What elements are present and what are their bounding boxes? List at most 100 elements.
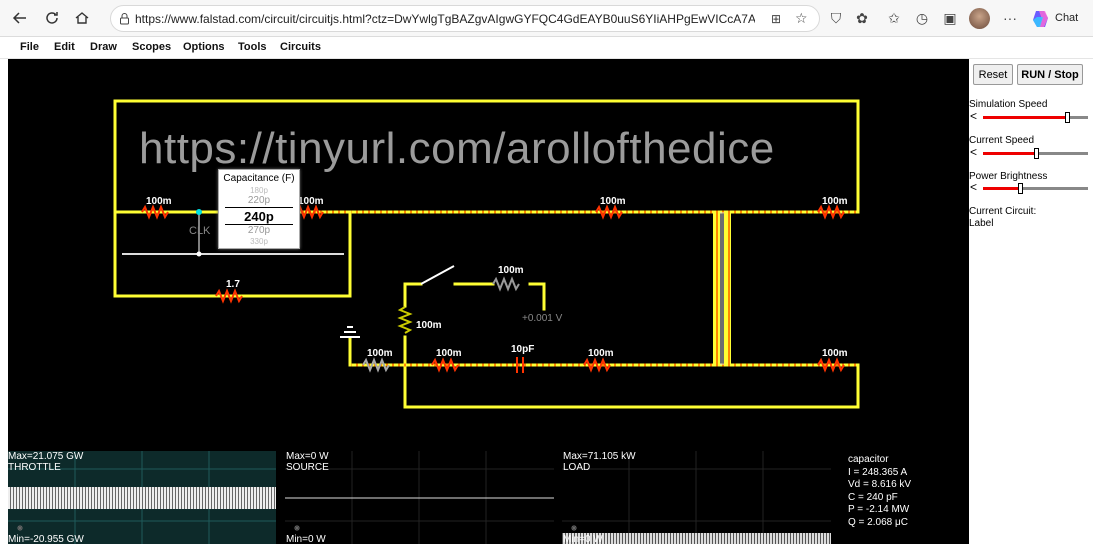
clock-node [196,251,202,257]
profile-avatar[interactable] [969,8,990,29]
transformer[interactable] [713,212,731,365]
scope-graphics [8,451,831,544]
label-r10: 100m [822,348,848,359]
ground-symbol [340,326,360,338]
scope1-min: Min=-20.955 GW [8,534,84,545]
label-capacitor: 10pF [511,344,535,355]
info-capacitance: C = 240 pF [848,491,898,503]
screenshot-icon[interactable]: ▣ [943,9,957,26]
slider-thumb[interactable] [1033,148,1039,159]
popup-option[interactable]: 220p [247,195,271,206]
label-voltage: +0.001 V [522,313,563,324]
switch[interactable] [420,265,455,285]
popup-option[interactable]: 330p [250,237,268,246]
active-node[interactable] [196,209,202,215]
scope-source-plot[interactable] [285,451,554,544]
resistors-yellow[interactable] [362,276,520,373]
extensions-icon[interactable]: ✿ [856,9,868,26]
menu-scopes[interactable]: Scopes [132,41,172,53]
info-name: capacitor [848,454,889,465]
capacitor-10pf[interactable] [516,357,524,373]
resistor-r8[interactable] [431,357,459,373]
circuit-diagram[interactable] [8,59,969,451]
menu-draw[interactable]: Draw [90,41,117,53]
popup-divider [225,224,293,225]
lock-icon [120,13,129,25]
resistor-r7[interactable] [492,276,520,292]
menu-edit[interactable]: Edit [54,41,75,53]
home-button[interactable] [70,6,94,30]
label-r11: 100m [367,348,393,359]
favorite-star-icon[interactable]: ☆ [795,10,808,26]
more-icon[interactable]: ··· [1003,10,1017,26]
copilot-icon[interactable] [1030,8,1052,30]
resistor-r4[interactable] [817,204,845,220]
address-bar[interactable]: https://www.falstad.com/circuit/circuitj… [110,5,820,32]
scope-load-plot[interactable] [562,451,831,544]
resistor-r10[interactable] [817,357,845,373]
current-circuit-label: Current Circuit: [969,206,1037,217]
read-view-icon[interactable]: ⊞ [771,12,782,26]
history-icon[interactable]: ◷ [915,9,929,26]
popup-divider [225,207,293,208]
wires [113,99,860,409]
refresh-button[interactable] [40,6,64,30]
info-voltage: Vd = 8.616 kV [848,479,912,490]
scope2-min: Min=0 W [286,534,326,545]
circuit-canvas[interactable]: https://tinyurl.com/arollofthedice 100m … [8,59,969,451]
resistor-r9[interactable] [583,357,611,373]
label-clk: CLK [189,225,211,237]
scope1-name: THROTTLE [8,462,61,473]
wire-top-loop [113,99,860,214]
browser-toolbar: https://www.falstad.com/circuit/circuitj… [0,0,1093,37]
wire-bottom-loop [403,335,860,409]
app-menubar: File Edit Draw Scopes Options Tools Circ… [0,37,1093,59]
scope3-max: Max=71.105 kW [563,451,636,462]
scope2-name: SOURCE [286,462,329,473]
info-current: I = 248.365 A [848,466,908,478]
info-charge: Q = 2.068 μC [848,516,908,528]
chat-label[interactable]: Chat [1055,12,1079,24]
resistor-r2[interactable] [296,204,324,220]
back-arrow-icon [12,12,26,24]
info-power: P = -2.14 MW [848,504,910,515]
run-stop-button[interactable]: RUN / Stop [1017,64,1083,85]
sim-speed-slider[interactable]: < [969,109,1093,123]
resistor-r6[interactable] [397,306,413,334]
power-brightness-label: Power Brightness [969,171,1048,182]
scope-throttle-plot[interactable] [8,451,276,544]
slider-thumb[interactable] [1065,112,1070,123]
resistors[interactable] [141,204,845,373]
resistor-r1[interactable] [141,204,169,220]
scope-settings-icons[interactable] [17,525,577,531]
label-r3: 100m [600,196,626,207]
slider-left-arrow-icon[interactable]: < [970,109,978,123]
scope3-name: LOAD [563,462,591,473]
label-r6: 100m [416,320,442,331]
shield-icon[interactable]: ⛉ [830,9,842,26]
resistor-r11[interactable] [362,357,390,373]
current-speed-slider[interactable]: < [969,145,1093,159]
favorites-icon[interactable]: ✩ [888,9,900,26]
menu-file[interactable]: File [20,41,39,53]
menu-tools[interactable]: Tools [238,41,267,53]
popup-option[interactable]: 270p [247,225,271,236]
circuit-name: Label [969,218,994,229]
resistor-r3[interactable] [595,204,623,220]
slider-thumb[interactable] [1017,183,1023,194]
menu-circuits[interactable]: Circuits [280,41,321,53]
slider-left-arrow-icon[interactable]: < [970,145,978,159]
popup-selected[interactable]: 240p [244,209,274,224]
reset-button[interactable]: Reset [973,64,1013,85]
back-button[interactable] [8,6,32,30]
capacitance-popup[interactable]: Capacitance (F) 180p 220p 240p 270p 330p [218,169,300,249]
scope-area[interactable]: Max=21.075 GW THROTTLE Min=-20.955 GW Ma… [8,451,969,545]
resistor-r5[interactable] [215,288,243,304]
control-panel: Reset RUN / Stop Simulation Speed < Curr… [969,59,1093,544]
menu-options[interactable]: Options [183,41,225,53]
label-r5: 1.7 [226,279,240,290]
popup-option[interactable]: 180p [250,186,268,195]
power-brightness-slider[interactable]: < [969,180,1093,194]
address-url: https://www.falstad.com/circuit/circuitj… [135,12,755,26]
slider-left-arrow-icon[interactable]: < [970,180,978,194]
